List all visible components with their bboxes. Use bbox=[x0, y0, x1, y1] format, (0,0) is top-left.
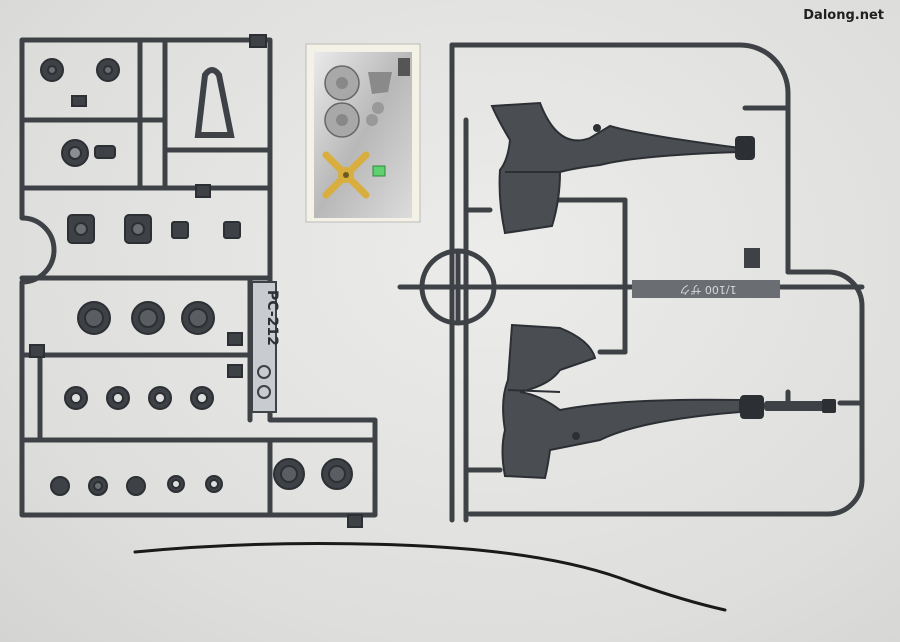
runner-label-text: PC-212 bbox=[264, 290, 280, 346]
left-runner-parts bbox=[29, 34, 363, 528]
upper-axe-part bbox=[490, 101, 755, 235]
lower-axe-part bbox=[501, 323, 836, 480]
runner-label-zaku: 1/100 ザク bbox=[632, 248, 780, 298]
right-runner-frame bbox=[397, 42, 865, 523]
sticker-sheet bbox=[305, 43, 421, 223]
black-wire bbox=[133, 542, 727, 612]
left-runner-frame bbox=[19, 37, 378, 518]
watermark-text: Dalong.net bbox=[803, 8, 884, 23]
runner-label-pc-212: PC-212 bbox=[251, 281, 280, 413]
runner-label-zaku-text: 1/100 ザク bbox=[679, 283, 736, 296]
